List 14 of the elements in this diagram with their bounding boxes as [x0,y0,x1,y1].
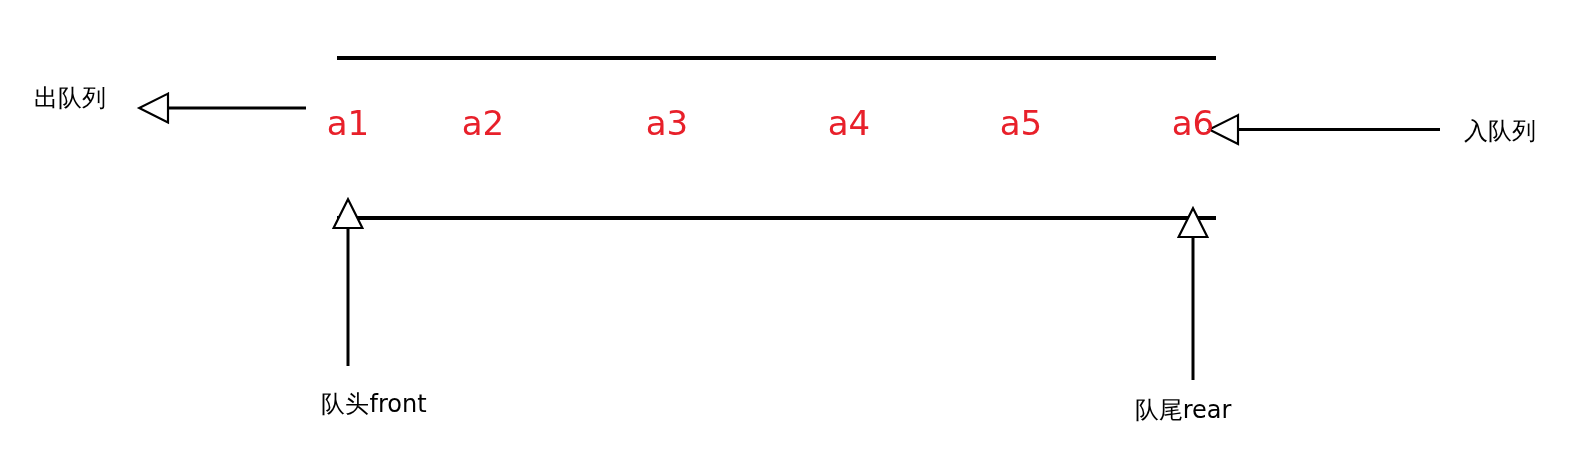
queue-element-label: a2 [460,100,506,146]
arrow [138,92,306,124]
queue-element-label: a3 [644,100,690,146]
label-text: 出队列 [22,80,118,116]
queue-element-label: a6 [1168,100,1218,146]
queue-element-label: a4 [826,100,872,146]
arrow [1208,114,1440,145]
label-text: 队尾rear [1118,392,1248,428]
queue-element-label: a1 [326,100,370,146]
arrow [1177,207,1209,380]
arrow [332,198,364,366]
label-text: 队头front [306,386,442,422]
label-text: 入队列 [1452,113,1548,149]
queue-element-label: a5 [998,100,1044,146]
